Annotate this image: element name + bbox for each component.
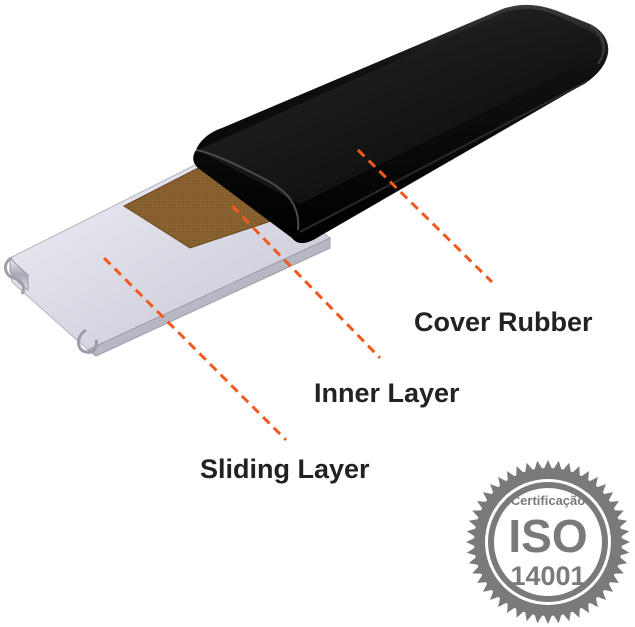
iso-certification-badge: Certificação ISO 14001 — [466, 460, 630, 624]
badge-certification-text: Certificação — [511, 493, 585, 508]
badge-standard-text: ISO — [508, 510, 587, 562]
inner-layer-leader-line — [230, 204, 382, 360]
sliding-layer-leader-line — [102, 256, 288, 442]
sliding-layer-label: Sliding Layer — [200, 454, 370, 484]
cover-rubber-label: Cover Rubber — [414, 307, 593, 337]
cover-rubber-leader-line — [356, 148, 494, 284]
inner-layer-label: Inner Layer — [314, 378, 460, 408]
cover-rubber-jacket — [193, 4, 609, 244]
badge-number-text: 14001 — [510, 561, 585, 591]
